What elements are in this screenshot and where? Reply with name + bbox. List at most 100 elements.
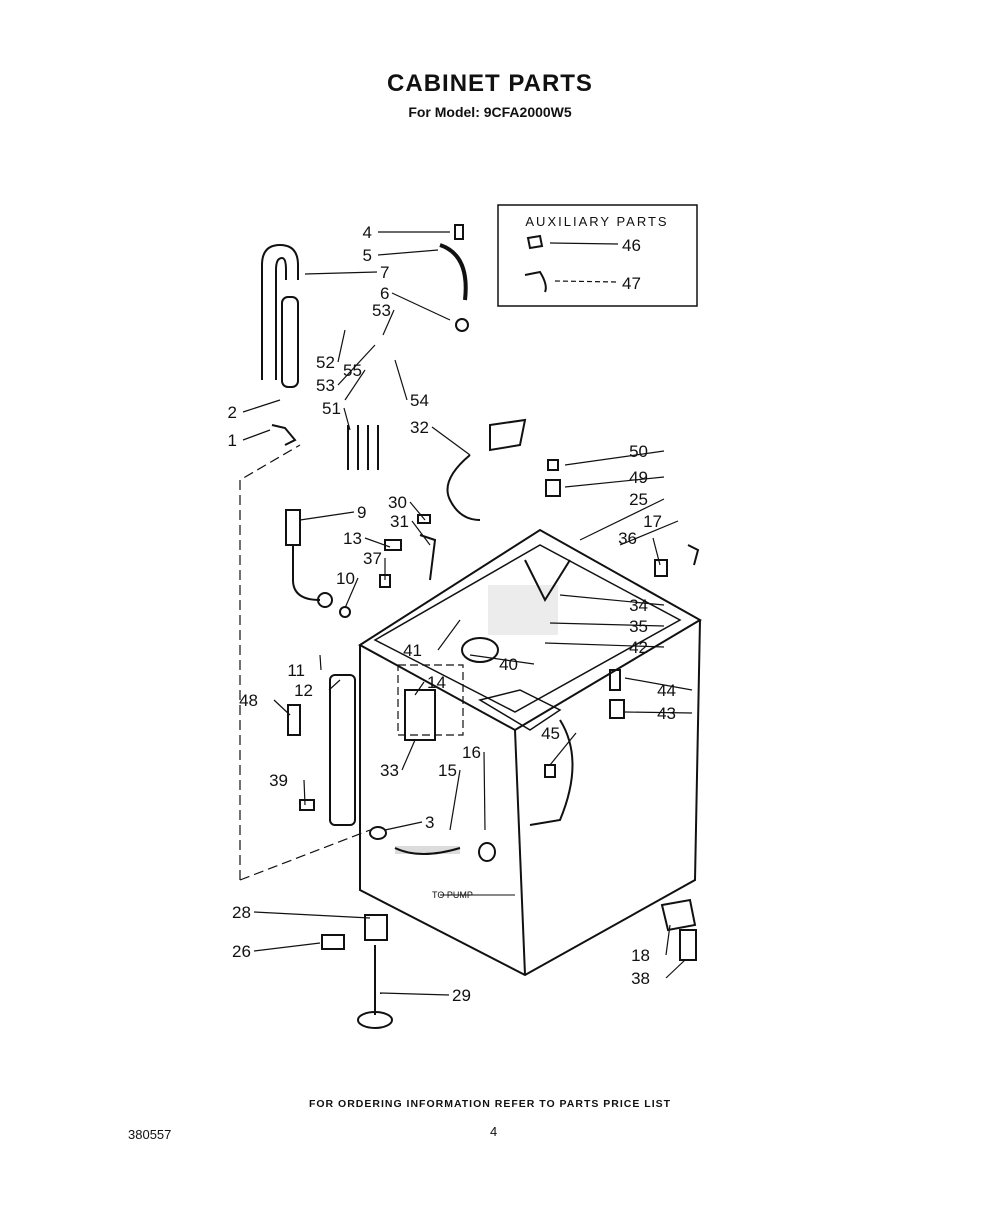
callout-34: 34 (629, 596, 648, 615)
leader-line (344, 577, 359, 609)
leader-line (319, 654, 322, 671)
callout-48: 48 (239, 691, 258, 710)
leader-line (337, 344, 376, 386)
leader-line (409, 501, 426, 521)
callout-11: 11 (287, 661, 305, 680)
leader-line (469, 654, 535, 665)
callout-32: 32 (410, 418, 429, 437)
leader-line (343, 407, 351, 431)
leader-line (253, 942, 321, 952)
callout-54: 54 (410, 391, 429, 410)
callout-40: 40 (499, 655, 518, 674)
callout-7: 7 (380, 263, 389, 282)
leader-line (431, 426, 471, 456)
callout-39: 39 (269, 771, 288, 790)
leader-line (564, 450, 665, 466)
callout-9: 9 (357, 503, 366, 522)
page-number: 4 (490, 1124, 498, 1139)
auxiliary-parts-box (497, 204, 698, 307)
leader-line (414, 681, 425, 696)
callout-53: 53 (372, 301, 391, 320)
callout-37: 37 (363, 549, 382, 568)
callout-33: 33 (380, 761, 399, 780)
callout-55: 55 (343, 361, 362, 380)
callout-46: 46 (622, 236, 641, 255)
cabinet-drawing (239, 204, 702, 1029)
leader-line (665, 924, 671, 956)
callout-18: 18 (631, 946, 650, 965)
leader-line (544, 642, 665, 648)
auxiliary-parts-heading: AUXILIARY PARTS (525, 214, 668, 229)
callout-16: 16 (462, 743, 481, 762)
leader-line (377, 249, 439, 256)
leader-line (299, 511, 355, 521)
callout-52: 52 (316, 353, 335, 372)
callout-1: 1 (228, 431, 237, 450)
leader-line (304, 271, 378, 275)
callout-10: 10 (336, 569, 355, 588)
callout-45: 45 (541, 724, 560, 743)
callout-53: 53 (316, 376, 335, 395)
callout-47: 47 (622, 274, 641, 293)
to-pump-label: TO PUMP (432, 890, 473, 900)
leader-line (564, 476, 665, 488)
leader-line (253, 911, 371, 919)
leader-line (624, 711, 693, 714)
callout-3: 3 (425, 813, 434, 832)
callout-44: 44 (657, 681, 676, 700)
leader-line (242, 399, 281, 413)
leader-line (437, 619, 461, 651)
leader-line (549, 622, 665, 627)
leader-line (624, 677, 693, 691)
leader-line (665, 959, 686, 979)
callout-49: 49 (629, 468, 648, 487)
callout-30: 30 (388, 493, 407, 512)
leader-line (391, 292, 451, 321)
leader-line (382, 309, 395, 336)
page-title: CABINET PARTS (387, 70, 593, 97)
model-subtitle: For Model: 9CFA2000W5 (408, 104, 572, 120)
callout-13: 13 (343, 529, 362, 548)
callout-51: 51 (322, 399, 341, 418)
leader-line (449, 769, 461, 831)
callout-41: 41 (403, 641, 422, 660)
leader-line (364, 537, 391, 548)
callout-31: 31 (390, 512, 409, 531)
leader-line (379, 992, 450, 996)
callout-15: 15 (438, 761, 457, 780)
callout-12: 12 (294, 681, 313, 700)
leader-line (242, 429, 271, 441)
leader-line (652, 537, 661, 566)
leader-line (559, 594, 665, 606)
callout-5: 5 (363, 246, 372, 265)
leader-line (549, 732, 577, 766)
callout-6: 6 (380, 284, 389, 303)
callout-25: 25 (629, 490, 648, 509)
leader-line (411, 520, 431, 546)
callout-36: 36 (618, 529, 637, 548)
leader-line (394, 359, 408, 401)
callout-29: 29 (452, 986, 471, 1005)
leader-line (384, 821, 423, 831)
leader-line (619, 520, 679, 546)
ordering-note: FOR ORDERING INFORMATION REFER TO PARTS … (308, 1098, 672, 1110)
callout-42: 42 (629, 638, 648, 657)
leader-line (273, 699, 291, 716)
callout-35: 35 (629, 617, 648, 636)
leader-line (483, 751, 486, 831)
callout-17: 17 (643, 512, 662, 531)
leader-line (337, 329, 346, 363)
leader-line (401, 739, 416, 771)
callout-2: 2 (228, 403, 237, 422)
leader-line (579, 498, 665, 541)
leader-line (328, 679, 341, 691)
callout-43: 43 (657, 704, 676, 723)
callout-28: 28 (232, 903, 251, 922)
document-code: 380557 (128, 1127, 172, 1142)
callout-26: 26 (232, 942, 251, 961)
leader-line (303, 779, 306, 806)
callout-38: 38 (631, 969, 650, 988)
leader-line (344, 369, 366, 401)
